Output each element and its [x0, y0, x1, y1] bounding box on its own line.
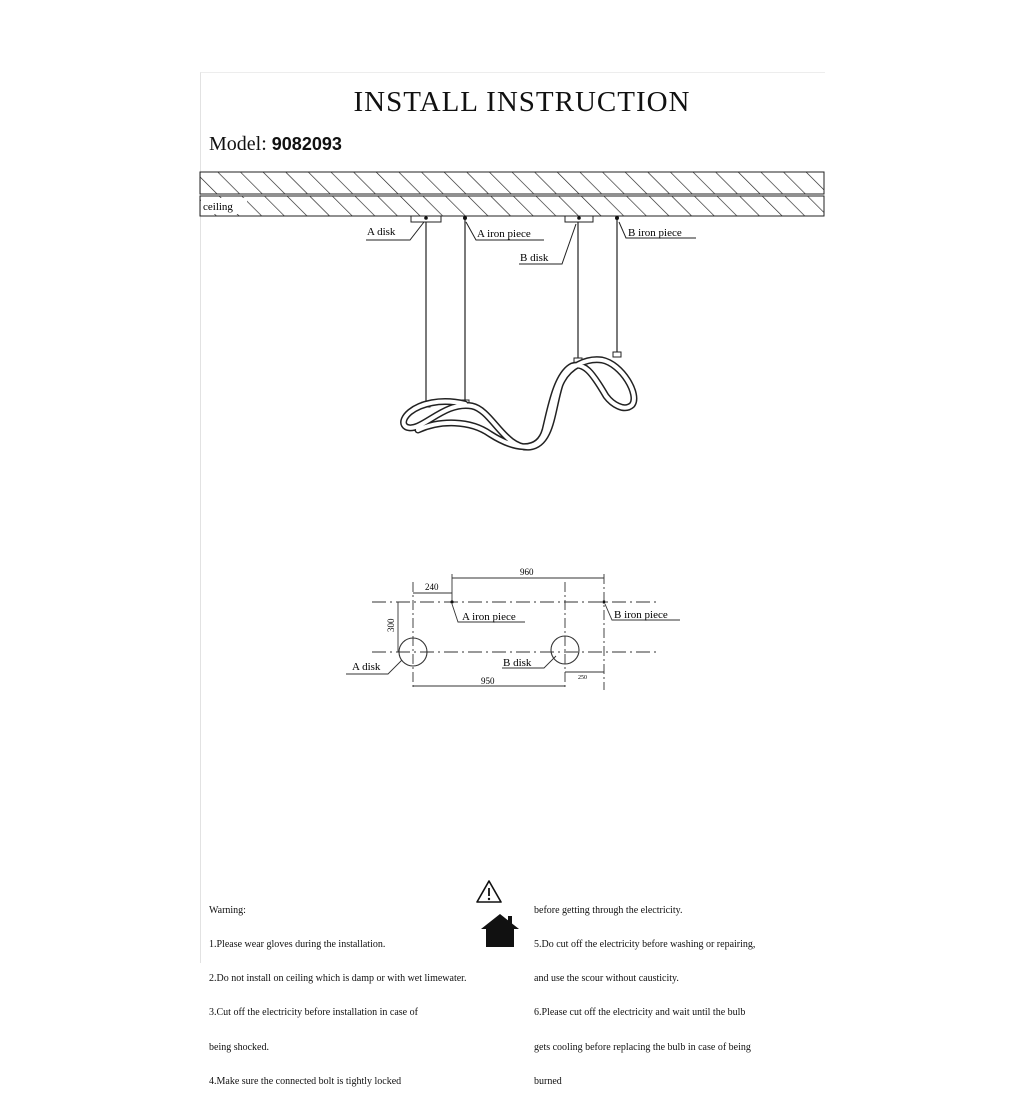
a-disk-dot: [424, 216, 428, 220]
warning-line: and use the scour without causticity.: [534, 973, 679, 985]
warning-line: 2.Do not install on ceiling which is dam…: [209, 973, 467, 985]
a-iron-piece-point: [450, 600, 454, 604]
instruction-sheet: [200, 72, 825, 963]
leader-plan-b-iron: [604, 603, 680, 621]
dim-240: 240: [425, 582, 439, 592]
ceiling-label: ceiling: [203, 201, 233, 213]
leader-a-disk: [366, 221, 425, 241]
warning-line: 4.Make sure the connected bolt is tightl…: [209, 1075, 402, 1087]
house-icon: [481, 914, 519, 947]
ceiling-band-top: [199, 171, 825, 195]
warning-line: 1.Please wear gloves during the installa…: [209, 939, 386, 951]
leader-plan-a-iron: [451, 603, 525, 623]
warning-line: burned: [534, 1075, 562, 1087]
plan-label-b-disk: B disk: [503, 657, 532, 669]
leader-b-disk: [519, 223, 577, 265]
b-iron-piece-point: [602, 600, 606, 604]
plan-label-a-disk: A disk: [352, 661, 381, 673]
ceiling-label-bg: [201, 198, 247, 214]
dim-960: 960: [520, 567, 534, 577]
label-a-iron-piece: A iron piece: [477, 228, 531, 240]
model-number: 9082093: [271, 134, 342, 154]
warning-line: Warning:: [209, 904, 246, 916]
a-disk-circle: [398, 637, 428, 667]
label-a-disk: A disk: [367, 226, 396, 238]
ceiling-band-bottom: [199, 195, 825, 217]
plan-label-b-iron-piece: B iron piece: [614, 609, 668, 621]
b-disk-circle: [550, 635, 580, 665]
label-b-disk: B disk: [520, 252, 549, 264]
warning-line: being shocked.: [209, 1041, 269, 1053]
warning-line: 3.Cut off the electricity before install…: [209, 1007, 418, 1019]
warnings-left: Warning: 1.Please wear gloves during the…: [209, 882, 466, 1099]
side-view-diagram: ceiling A disk A iron piece B disk B iro…: [199, 171, 825, 451]
model-line: Model: 9082093: [209, 133, 342, 156]
warning-triangle-icon: [476, 880, 502, 903]
leader-b-iron-piece: [618, 221, 696, 239]
warnings-right: before getting through the electricity. …: [534, 882, 755, 1099]
dim-950: 950: [481, 676, 495, 686]
leader-plan-a-disk: [346, 659, 403, 675]
leader-plan-b-disk: [502, 655, 557, 669]
dim-300: 300: [386, 618, 396, 632]
b-iron-piece-dot: [615, 216, 619, 220]
page-title: INSTALL INSTRUCTION: [353, 86, 691, 118]
warning-icons: [476, 880, 519, 947]
led-tube: [400, 356, 638, 451]
model-label: Model:: [209, 133, 267, 155]
warning-line: gets cooling before replacing the bulb i…: [534, 1041, 751, 1053]
warning-line: before getting through the electricity.: [534, 904, 683, 916]
b-disk-dot: [577, 216, 581, 220]
clip-b-iron: [612, 351, 622, 358]
plan-view-diagram: 240 960 300 950 250 A iron piece B iron …: [346, 567, 680, 690]
warning-line: 5.Do cut off the electricity before wash…: [534, 939, 756, 951]
a-iron-piece-dot: [463, 216, 467, 220]
plan-label-a-iron-piece: A iron piece: [462, 611, 516, 623]
label-b-iron-piece: B iron piece: [628, 227, 682, 239]
warning-line: 6.Please cut off the electricity and wai…: [534, 1007, 746, 1019]
dim-250: 250: [578, 675, 587, 681]
leader-a-iron-piece: [465, 221, 544, 241]
